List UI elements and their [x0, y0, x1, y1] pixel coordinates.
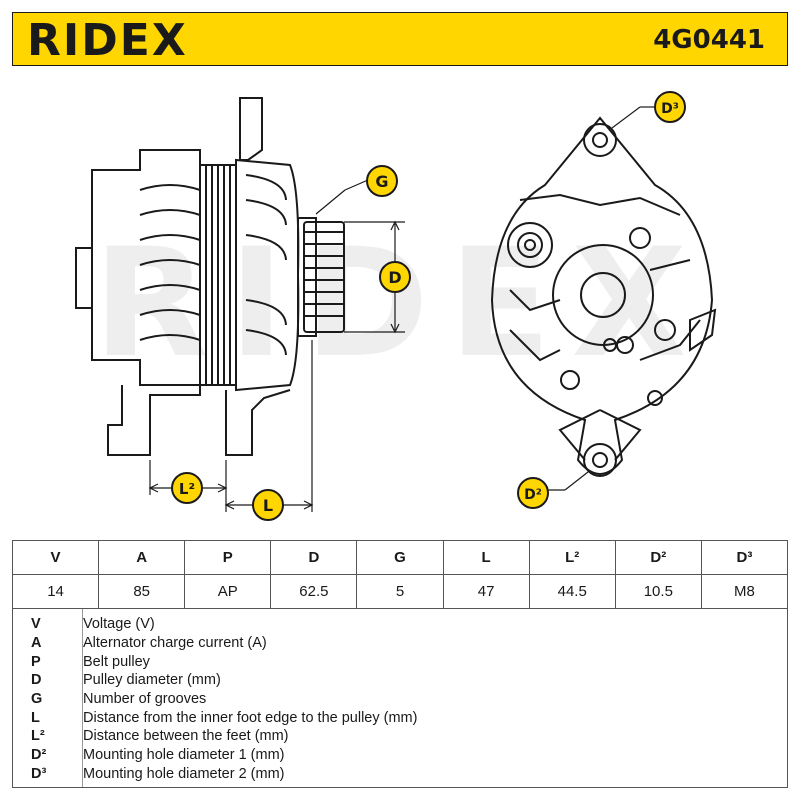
- spec-value: 14: [11, 574, 100, 609]
- spec-header: L²: [528, 540, 616, 575]
- spec-header: P: [184, 540, 272, 575]
- legend-row: D² Mounting hole diameter 1 (mm): [13, 746, 787, 765]
- legend-desc: Alternator charge current (A): [83, 635, 267, 652]
- alternator-side-view: [75, 97, 345, 456]
- legend-key: V: [31, 616, 41, 633]
- callout-l: L: [252, 489, 284, 521]
- spec-value: AP: [184, 574, 272, 609]
- spec-header-row: V A P D G L L² D² D³: [11, 540, 789, 575]
- legend-key: D: [31, 672, 42, 689]
- legend-desc: Pulley diameter (mm): [83, 672, 221, 689]
- part-number: 4G0441: [653, 25, 765, 55]
- legend-desc: Number of grooves: [83, 691, 207, 708]
- header-bar: RIDEX 4G0441: [12, 12, 788, 66]
- legend-key: A: [31, 635, 42, 652]
- technical-drawing: RIDEX: [75, 91, 717, 521]
- spec-value: M8: [700, 574, 789, 609]
- spec-value: 10.5: [614, 574, 702, 609]
- callout-d: D: [379, 261, 411, 293]
- legend-desc: Mounting hole diameter 1 (mm): [83, 747, 285, 764]
- legend-row: D Pulley diameter (mm): [13, 671, 787, 690]
- legend-row: V Voltage (V): [13, 615, 787, 634]
- spec-value: 47: [442, 574, 530, 609]
- legend-row: L Distance from the inner foot edge to t…: [13, 708, 787, 727]
- spec-header: V: [11, 540, 100, 575]
- spec-header: D³: [700, 540, 789, 575]
- legend-desc: Mounting hole diameter 2 (mm): [83, 765, 285, 782]
- callout-g: G: [366, 165, 398, 197]
- spec-value: 85: [98, 574, 186, 609]
- callout-d2: D²: [517, 477, 549, 509]
- legend-row: G Number of grooves: [13, 690, 787, 709]
- spec-value-row: 14 85 AP 62.5 5 47 44.5 10.5 M8: [11, 574, 789, 609]
- callout-l2: L²: [171, 472, 203, 504]
- legend-row: L² Distance between the feet (mm): [13, 727, 787, 746]
- spec-header: A: [98, 540, 186, 575]
- spec-value: 5: [356, 574, 444, 609]
- legend-desc: Voltage (V): [83, 616, 155, 633]
- legend-key: L²: [31, 728, 45, 745]
- spec-header: G: [356, 540, 444, 575]
- front-leader-lines: [548, 106, 655, 491]
- legend-row: A Alternator charge current (A): [13, 634, 787, 653]
- watermark: RIDEX: [93, 217, 707, 391]
- spec-header: L: [442, 540, 530, 575]
- legend-key: P: [31, 653, 41, 670]
- callout-d3: D³: [654, 91, 686, 123]
- legend-key: L: [31, 709, 40, 726]
- legend-desc: Distance from the inner foot edge to the…: [83, 709, 418, 726]
- svg-text:L²: L²: [179, 480, 195, 498]
- svg-text:L: L: [263, 496, 273, 515]
- svg-text:D: D: [388, 268, 401, 287]
- legend-key: D²: [31, 747, 47, 764]
- legend-row: D³ Mounting hole diameter 2 (mm): [13, 765, 787, 784]
- legend-row: P Belt pulley: [13, 652, 787, 671]
- brand-logo: RIDEX: [27, 15, 188, 66]
- legend-box: V Voltage (V) A Alternator charge curren…: [12, 608, 788, 788]
- spec-header: D²: [614, 540, 702, 575]
- svg-text:D²: D²: [524, 487, 542, 503]
- legend-divider: [82, 609, 83, 787]
- alternator-front-view: [490, 116, 717, 477]
- svg-text:D³: D³: [661, 101, 679, 117]
- spec-value: 62.5: [270, 574, 358, 609]
- spec-header: D: [270, 540, 358, 575]
- legend-key: D³: [31, 765, 47, 782]
- spec-table: V A P D G L L² D² D³ 14 85 AP 62.5 5 47 …: [11, 540, 789, 609]
- legend-desc: Belt pulley: [83, 653, 150, 670]
- legend-desc: Distance between the feet (mm): [83, 728, 289, 745]
- svg-text:G: G: [375, 172, 388, 191]
- spec-value: 44.5: [528, 574, 616, 609]
- legend-key: G: [31, 691, 43, 708]
